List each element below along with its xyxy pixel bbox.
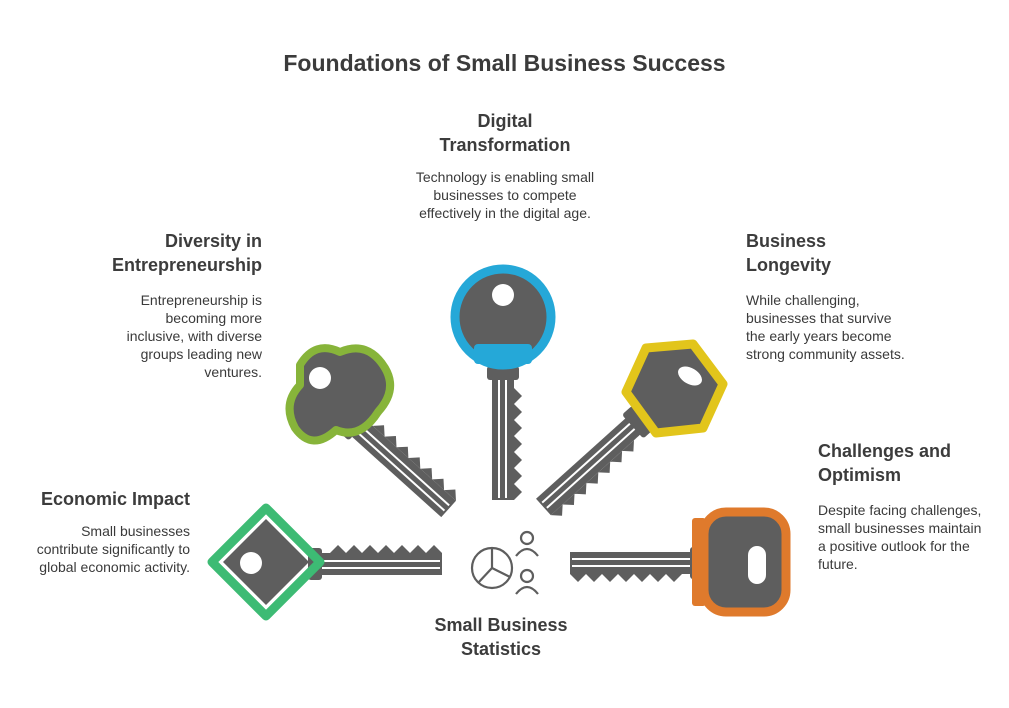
optimism-heading: Challenges and Optimism — [818, 441, 952, 485]
digital-heading: Digital Transformation — [439, 111, 571, 155]
key-digital-ring — [450, 264, 556, 370]
longevity-heading: Business Longevity — [746, 231, 832, 275]
diversity-heading: Diversity in Entrepreneurship — [111, 231, 262, 275]
center-label: Small Business Statistics — [434, 615, 568, 659]
key-optimism — [569, 507, 791, 617]
economic-description: Small businesses contribute significantl… — [36, 523, 190, 575]
people-icon — [515, 530, 539, 595]
key-diversity — [285, 344, 463, 522]
optimism-description: Despite facing challenges, small busines… — [818, 502, 982, 572]
key-economic-ring — [207, 503, 325, 621]
longevity-description: While challenging, businesses that survi… — [746, 292, 905, 362]
page-title: Foundations of Small Business Success — [283, 50, 726, 76]
key-longevity-head — [621, 339, 728, 438]
key-longevity — [531, 339, 728, 523]
key-digital — [450, 264, 556, 501]
key-economic — [207, 503, 443, 621]
pie-chart-icon — [470, 546, 514, 590]
key-optimism-head — [699, 507, 791, 617]
diversity-description: Entrepreneurship is becoming more inclus… — [126, 292, 262, 380]
economic-heading: Economic Impact — [40, 489, 190, 509]
digital-description: Technology is enabling small businesses … — [415, 169, 595, 221]
